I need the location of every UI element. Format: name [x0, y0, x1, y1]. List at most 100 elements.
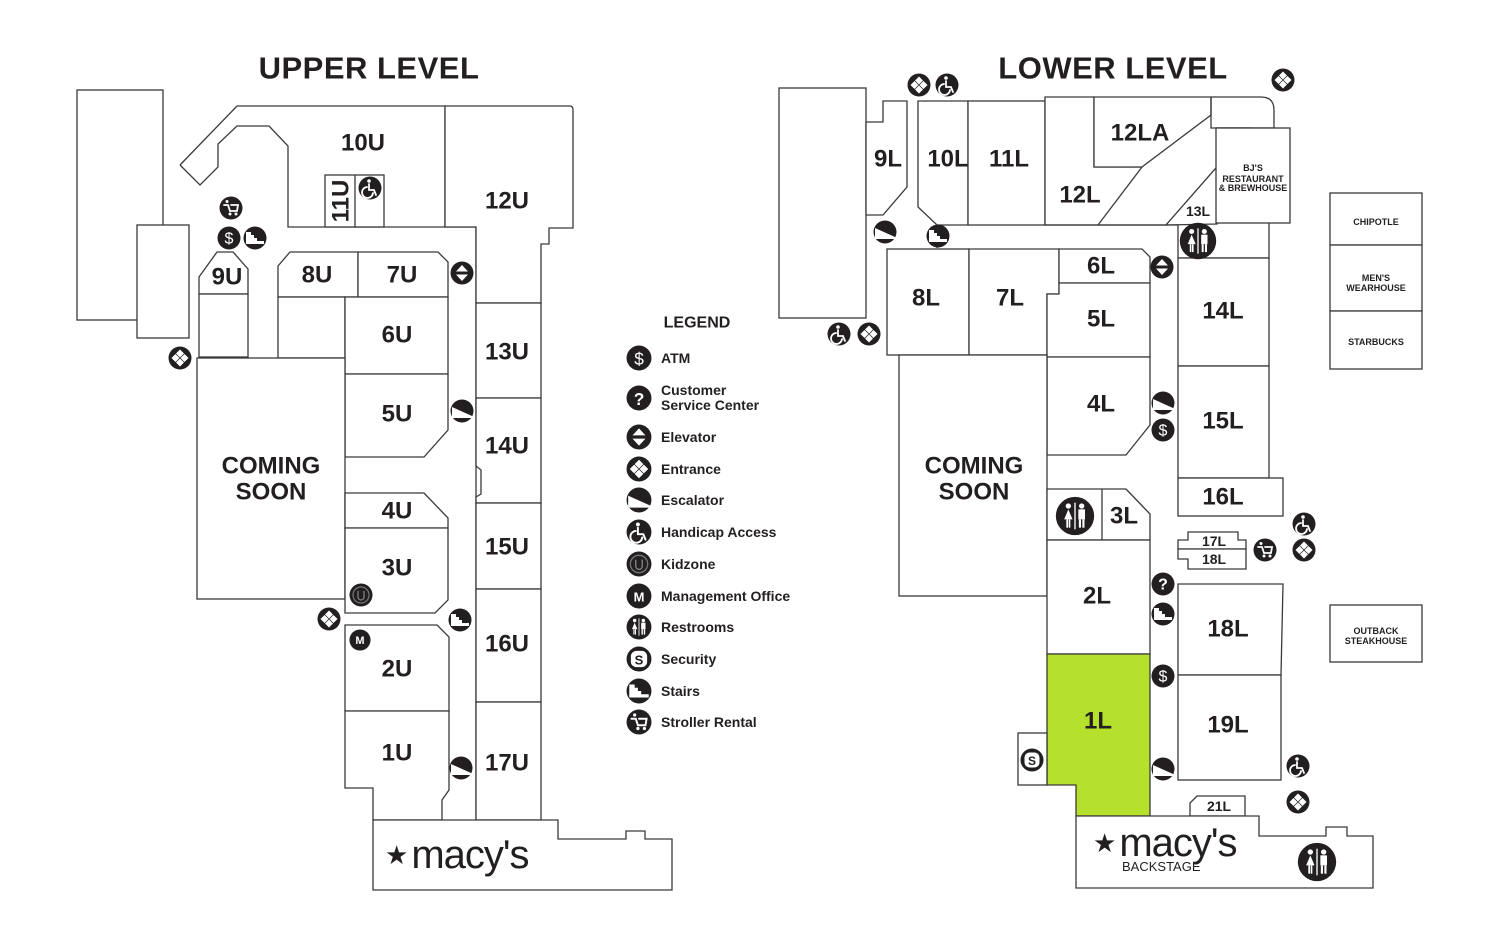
unit-6L[interactable]: 6L	[1058, 248, 1151, 284]
outparcel-mens-wearhouse[interactable]: MEN'S WEARHOUSE	[1329, 244, 1423, 312]
entrance-icon[interactable]	[317, 607, 341, 631]
kidzone-icon[interactable]	[349, 583, 373, 607]
unit-20L[interactable]: 19L	[1177, 674, 1282, 781]
unit-2L[interactable]: 2L	[1046, 539, 1151, 655]
handicap-access-icon[interactable]	[827, 322, 851, 346]
svg-text:BJ'S: BJ'S	[1243, 163, 1263, 173]
upper-coming-soon-space[interactable]: COMING SOON	[196, 357, 346, 600]
unit-11L[interactable]: 11L	[967, 100, 1046, 226]
svg-text:6L: 6L	[1087, 253, 1115, 280]
legend-label: Stroller Rental	[661, 714, 757, 730]
unit-13U[interactable]: 13U	[475, 302, 542, 399]
unit-9L[interactable]: 9L	[865, 100, 908, 216]
elevator-icon[interactable]	[450, 261, 474, 285]
svg-text:11L: 11L	[989, 146, 1029, 173]
handicap-access-icon[interactable]	[935, 73, 959, 97]
unit-8U[interactable]: 8U	[277, 251, 359, 298]
unit-14U[interactable]: 14U	[475, 397, 542, 504]
unit-16U[interactable]: 16U	[475, 588, 542, 703]
entrance-icon[interactable]	[857, 322, 881, 346]
lower-coming-soon-space[interactable]: COMING SOON	[898, 354, 1048, 597]
svg-text:1L: 1L	[1084, 708, 1112, 735]
svg-text:★macy's: ★macy's	[385, 833, 529, 877]
escalator-icon[interactable]	[450, 399, 474, 423]
stairs-icon[interactable]	[926, 224, 950, 248]
security-icon[interactable]	[1020, 748, 1044, 772]
svg-text:12L: 12L	[1059, 182, 1100, 209]
restaurant-bjs[interactable]: BJ'S RESTAURANT & BREWHOUSE	[1215, 127, 1291, 224]
unit-2U[interactable]: 2U	[344, 624, 450, 712]
legend-label: Escalator	[661, 492, 725, 508]
escalator-icon[interactable]	[1151, 757, 1175, 781]
handicap-access-icon[interactable]	[1286, 754, 1310, 778]
svg-text:8U: 8U	[302, 262, 333, 289]
outparcel-chipotle[interactable]: CHIPOTLE	[1329, 192, 1423, 246]
unit-21L[interactable]: 21L	[1189, 795, 1246, 817]
unit-11U[interactable]: 11U	[324, 174, 385, 228]
unit-1L[interactable]: 1L	[1046, 653, 1151, 817]
unit-12LA[interactable]: 12LA	[1093, 96, 1212, 168]
unit-4U[interactable]: 4U	[344, 492, 449, 529]
unit-6U[interactable]: 6U	[344, 296, 449, 375]
escalator-icon	[626, 487, 652, 513]
unit-4L[interactable]: 4L	[1046, 356, 1151, 456]
legend-label: Kidzone	[661, 556, 716, 572]
unit-5U[interactable]: 5U	[344, 373, 449, 458]
unit-5L[interactable]: 5L	[1046, 282, 1151, 358]
legend-label: ATM	[661, 350, 690, 366]
svg-text:8L: 8L	[912, 285, 940, 312]
svg-text:9U: 9U	[212, 264, 243, 291]
entrance-icon[interactable]	[168, 346, 192, 370]
handicap-access-icon[interactable]	[1292, 512, 1316, 536]
anchor-macys-upper[interactable]: ★macy's	[372, 819, 673, 891]
stroller-rental-icon[interactable]	[1253, 538, 1277, 562]
outparcel-outback-steakhouse[interactable]: OUTBACK STEAKHOUSE	[1329, 604, 1423, 663]
unit-15U[interactable]: 15U	[475, 502, 542, 590]
unit-17U[interactable]: 17U	[475, 701, 542, 821]
svg-text:WEARHOUSE: WEARHOUSE	[1346, 283, 1406, 293]
legend-item: Management Office	[626, 583, 790, 609]
unit-16L[interactable]: 16L	[1177, 477, 1284, 517]
entrance-icon[interactable]	[1286, 790, 1310, 814]
unit-19L[interactable]: 18L	[1177, 583, 1284, 676]
unit-1U[interactable]: 1U	[344, 710, 450, 821]
svg-text:11U: 11U	[328, 180, 355, 223]
legend-item: Stroller Rental	[626, 709, 757, 735]
restrooms-icon[interactable]	[1297, 842, 1337, 882]
stairs-icon[interactable]	[243, 226, 267, 250]
stroller-rental-icon[interactable]	[219, 196, 243, 220]
entrance-icon[interactable]	[1271, 68, 1295, 92]
stairs-icon[interactable]	[1151, 602, 1175, 626]
elevator-icon[interactable]	[1150, 255, 1174, 279]
restrooms-icon	[626, 614, 652, 640]
atm-icon[interactable]	[217, 226, 241, 250]
legend-title: LEGEND	[664, 315, 731, 332]
restrooms-icon[interactable]	[1179, 222, 1217, 260]
escalator-icon[interactable]	[449, 756, 473, 780]
unit-7U[interactable]: 7U	[357, 251, 449, 298]
unit-17L[interactable]: 17L	[1177, 531, 1247, 550]
outparcel-starbucks[interactable]: STARBUCKS	[1329, 310, 1423, 370]
unit-9U[interactable]: 9U	[198, 251, 249, 295]
escalator-icon[interactable]	[1151, 391, 1175, 415]
restrooms-icon[interactable]	[1055, 496, 1095, 536]
customer-service-icon[interactable]	[1151, 572, 1175, 596]
management-office-icon[interactable]	[349, 629, 371, 651]
entrance-icon[interactable]	[1292, 538, 1316, 562]
atm-icon[interactable]	[1151, 418, 1175, 442]
unit-14L[interactable]: 14L	[1177, 257, 1270, 367]
handicap-access-icon[interactable]	[358, 176, 382, 200]
escalator-icon[interactable]	[873, 220, 897, 244]
unit-15L[interactable]: 15L	[1177, 365, 1270, 479]
unit-8L[interactable]: 8L	[886, 248, 970, 356]
atm-icon[interactable]	[1151, 664, 1175, 688]
anchor-macys-backstage[interactable]: ★macy's BACKSTAGE	[1075, 815, 1374, 889]
lower-wall-ne	[1210, 96, 1275, 129]
unit-18L[interactable]: 18L	[1177, 548, 1247, 570]
stairs-icon[interactable]	[448, 608, 472, 632]
entrance-icon[interactable]	[907, 73, 931, 97]
unit-10U[interactable]: 10U	[341, 130, 385, 157]
unit-7L[interactable]: 7L	[968, 248, 1060, 356]
unit-10L[interactable]: 10L	[917, 100, 969, 226]
